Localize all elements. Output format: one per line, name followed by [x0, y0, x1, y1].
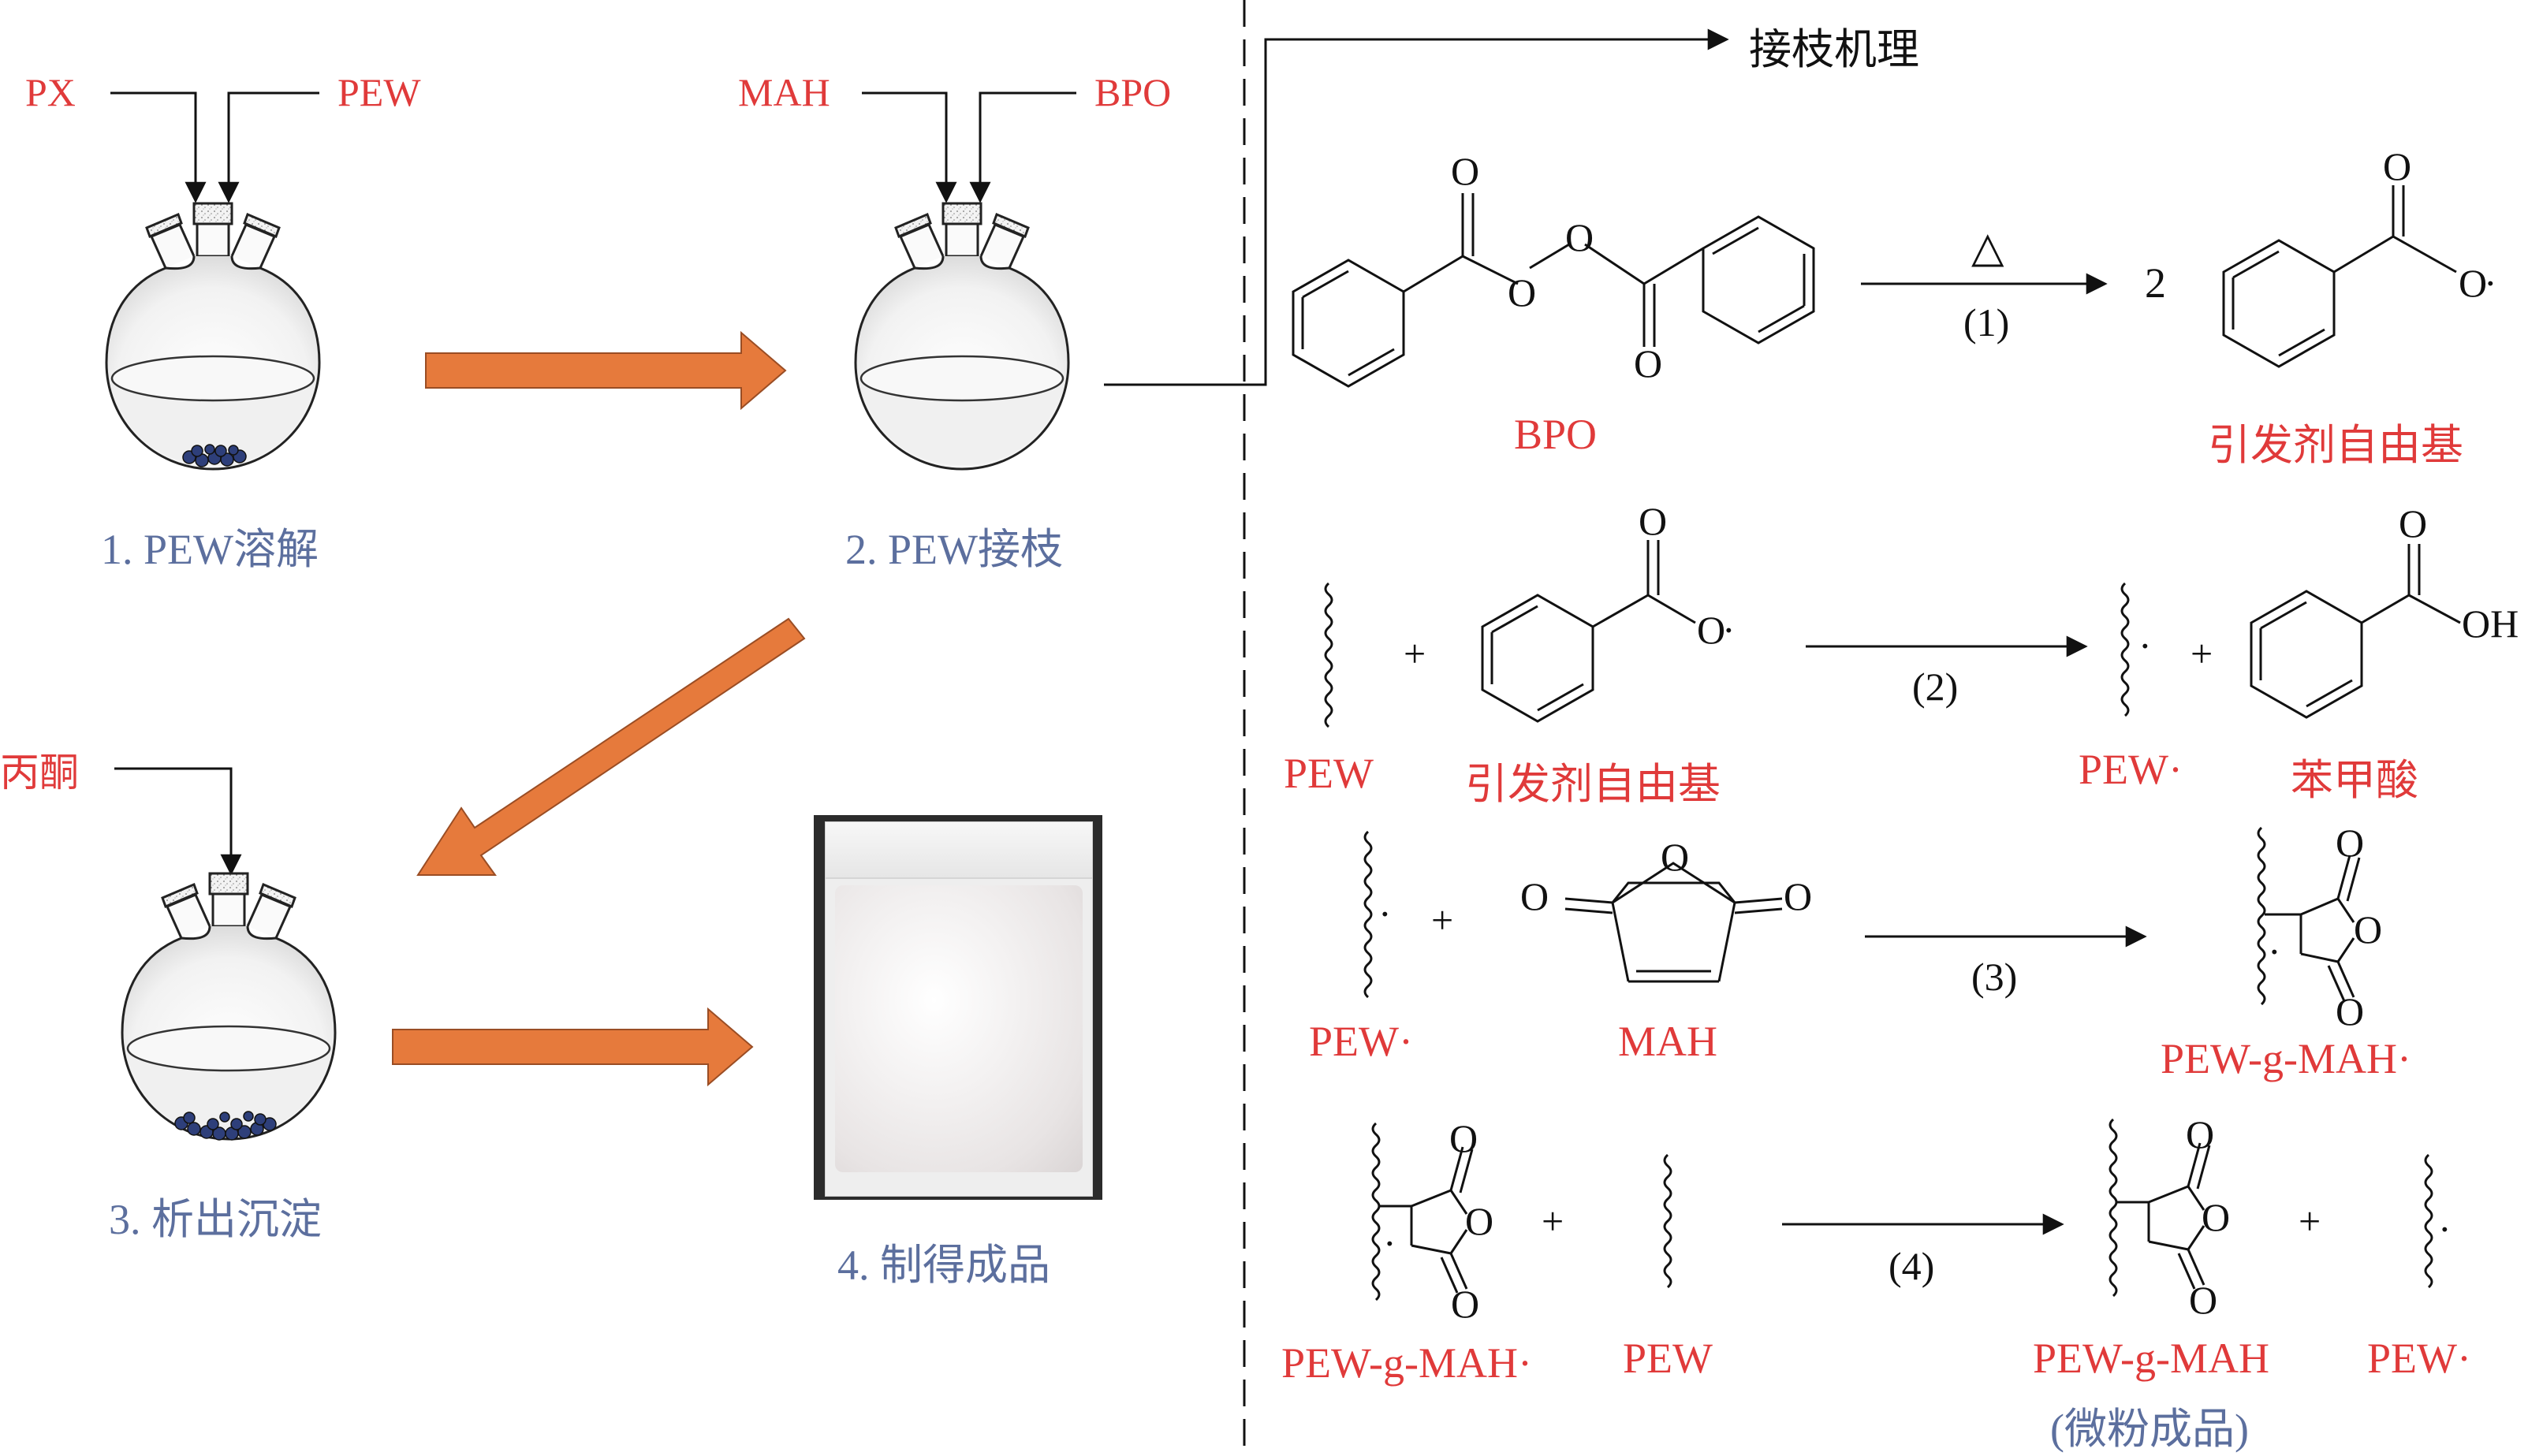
bpo-structure — [1292, 193, 1815, 388]
pew-g-mah-label: PEW-g-MAH — [2033, 1335, 2269, 1382]
atom-o: O — [1634, 341, 1663, 385]
atom-o: O — [2202, 1195, 2231, 1239]
powder-bag — [825, 821, 1093, 1197]
atom-o: O — [1784, 874, 1813, 918]
step2-label: 2. PEW接枝 — [845, 526, 1063, 573]
atom-o: O — [2336, 821, 2365, 865]
pew-label: PEW — [1623, 1335, 1713, 1382]
pew-chain-row2 — [1324, 582, 1333, 728]
solid-particles — [182, 444, 247, 467]
atom-o: O — [1639, 499, 1668, 543]
benzoic-acid-label: 苯甲酸 — [2291, 757, 2418, 804]
pew-radical-label: PEW· — [2079, 746, 2183, 793]
benzoic-acid-structure — [2250, 544, 2461, 719]
radical-dot: · — [2268, 929, 2281, 974]
input-px-label: PX — [25, 70, 76, 114]
atom-o: O — [2354, 907, 2383, 951]
arrow-step1-to-step2 — [425, 330, 787, 411]
plus-sign: + — [1431, 898, 1454, 942]
atom-o: O — [1565, 215, 1594, 259]
initiator-radical-label: 引发剂自由基 — [2208, 422, 2463, 469]
atom-o: O — [2336, 989, 2365, 1033]
atom-o: O — [1451, 1282, 1480, 1326]
atom-o: O — [1520, 874, 1549, 918]
plus-sign: + — [2299, 1199, 2321, 1243]
radical-dot: · — [2484, 261, 2497, 305]
radical-dot: · — [2438, 1207, 2452, 1251]
arrow-step3-to-step4 — [392, 1007, 754, 1087]
atom-o: O — [1508, 270, 1537, 315]
input-bpo-label: BPO — [1094, 70, 1172, 114]
feed-lines-step2 — [862, 91, 1076, 203]
step4-label: 4. 制得成品 — [837, 1242, 1050, 1289]
feed-line-acetone — [114, 767, 242, 876]
pew-g-mah-radical-label: PEW-g-MAH· — [1281, 1339, 1532, 1387]
coefficient-2: 2 — [2145, 259, 2166, 307]
benzoyloxy-radical-row2 — [1481, 540, 1696, 723]
pew-g-mah-radical-label: PEW-g-MAH· — [2161, 1035, 2411, 1082]
pew-radical-chain-row3 — [1363, 830, 1373, 999]
atom-o: O — [2186, 1112, 2215, 1156]
product-photo — [814, 815, 1102, 1200]
pew-radical-chain-row2 — [2120, 582, 2130, 717]
input-mah-label: MAH — [738, 70, 830, 114]
reaction-3-number: (3) — [1971, 955, 2018, 999]
micro-powder-label: (微粉成品) — [2050, 1406, 2249, 1453]
pew-label: PEW — [1284, 750, 1374, 797]
input-pew-label: PEW — [337, 70, 421, 114]
radical-dot: · — [1383, 1221, 1396, 1265]
step3-label: 3. 析出沉淀 — [109, 1196, 322, 1243]
pew-radical-label: PEW· — [1309, 1018, 1413, 1065]
atom-oh: OH — [2462, 601, 2519, 646]
heat-symbol: △ — [1971, 224, 2004, 271]
radical-dot: · — [1722, 608, 1736, 652]
step1-label: 1. PEW溶解 — [101, 526, 319, 573]
white-powder — [835, 885, 1083, 1172]
benzoyloxy-radical-structure — [2222, 185, 2457, 368]
pew-radical-chain-row4 — [2424, 1153, 2433, 1289]
atom-o: O — [2383, 144, 2412, 188]
atom-o: O — [1697, 608, 1726, 652]
reaction-4-number: (4) — [1889, 1244, 1935, 1288]
radical-dot: · — [1378, 892, 1392, 936]
bpo-label: BPO — [1514, 411, 1598, 458]
feed-lines-step1 — [110, 91, 319, 203]
process-arrows — [392, 330, 806, 1087]
atom-o: O — [1449, 1116, 1478, 1160]
input-acetone-label: 丙酮 — [0, 750, 79, 795]
atom-o: O — [1661, 835, 1690, 879]
mah-label: MAH — [1618, 1018, 1718, 1065]
pew-g-mah-radical-structure — [2257, 826, 2361, 1006]
initiator-radical-label: 引发剂自由基 — [1465, 761, 1721, 808]
flask-step1 — [105, 202, 321, 471]
bag-seal — [826, 822, 1092, 879]
mechanism-title: 接枝机理 — [1749, 26, 1919, 73]
atom-o: O — [2399, 501, 2428, 546]
reaction-2-number: (2) — [1912, 665, 1959, 709]
flask-step2 — [854, 202, 1070, 471]
pew-g-mah-radical-row4 — [1371, 1122, 1474, 1301]
atom-o: O — [2189, 1278, 2218, 1322]
plus-sign: + — [2191, 631, 2213, 676]
arrow-step2-to-step3 — [416, 617, 806, 876]
pew-radical-label: PEW· — [2367, 1335, 2471, 1382]
reaction-1-number: (1) — [1963, 300, 2010, 344]
mah-structure — [1564, 862, 1783, 983]
pew-g-mah-structure — [2109, 1118, 2211, 1298]
precipitate-particles — [174, 1111, 277, 1141]
mechanism-connector — [1104, 28, 1729, 386]
atom-o: O — [1451, 149, 1480, 193]
flask-step3 — [121, 872, 337, 1141]
pew-chain-row4 — [1663, 1153, 1672, 1289]
radical-dot: · — [2138, 624, 2152, 668]
atom-o: O — [2459, 261, 2488, 305]
plus-sign: + — [1404, 631, 1426, 676]
plus-sign: + — [1542, 1199, 1564, 1243]
atom-o: O — [1465, 1199, 1494, 1243]
